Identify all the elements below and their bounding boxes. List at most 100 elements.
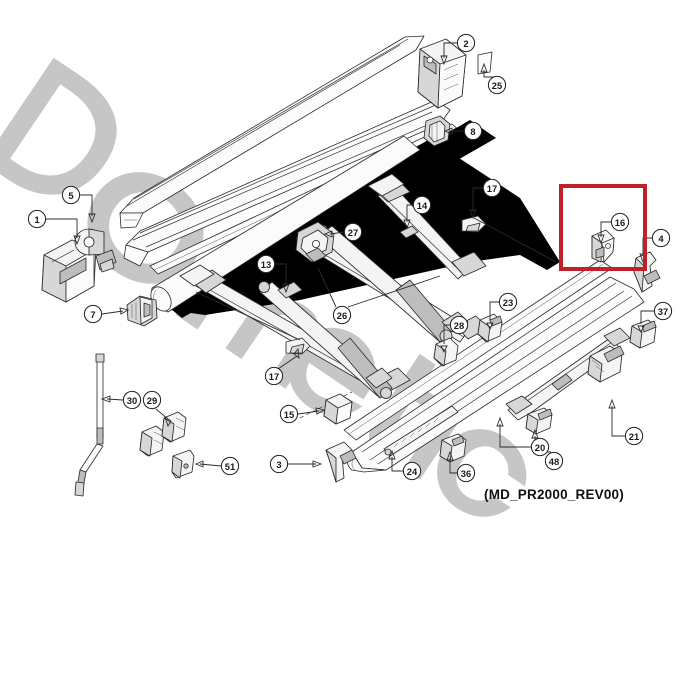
part-end-bracket-4 (633, 251, 661, 293)
part-clamp-16 (591, 229, 615, 263)
part-end-plug-8 (423, 115, 451, 147)
callout-number: 29 (147, 395, 157, 406)
callout-number: 51 (225, 461, 235, 472)
callout-balloon-24[interactable]: 24 (402, 461, 422, 481)
callout-balloon-20[interactable]: 20 (530, 437, 550, 457)
callout-number: 26 (337, 310, 347, 321)
callout-circle (653, 301, 673, 321)
part-plate-25 (477, 51, 493, 75)
callout-balloon-25[interactable]: 25 (487, 75, 507, 95)
callout-circle (482, 178, 502, 198)
callout-balloon-37[interactable]: 37 (653, 301, 673, 321)
callout-circle (449, 315, 469, 335)
callout-number: 20 (535, 442, 545, 453)
callout-number: 48 (549, 456, 559, 467)
selected-part-highlight-box[interactable] (559, 184, 647, 271)
callout-circle (264, 366, 284, 386)
callout-number: 16 (615, 217, 625, 228)
callout-circle (343, 222, 363, 242)
callout-circle (651, 228, 671, 248)
callout-circle (610, 212, 630, 232)
callout-circle (456, 33, 476, 53)
diagram-caption: (MD_PR2000_REV00) (484, 487, 624, 502)
callout-number: 7 (90, 309, 95, 320)
part-pad-17-lower (285, 337, 311, 355)
part-end-cap-1 (41, 239, 97, 303)
callout-balloon-2[interactable]: 2 (456, 33, 476, 53)
callout-circle (456, 463, 476, 483)
callout-balloon-1[interactable]: 1 (27, 209, 47, 229)
callout-circle (487, 75, 507, 95)
callout-circle (279, 404, 299, 424)
callout-number: 15 (284, 409, 294, 420)
lead-rail-profile (119, 35, 425, 229)
callout-balloon-13[interactable]: 13 (256, 254, 276, 274)
callout-balloon-26[interactable]: 26 (332, 305, 352, 325)
callout-balloon-7[interactable]: 7 (83, 304, 103, 324)
part-clip-29-a (139, 425, 165, 457)
callout-circle (256, 254, 276, 274)
callout-circle (27, 209, 47, 229)
arm-assembly-top (367, 173, 487, 280)
callout-circle (498, 292, 518, 312)
callout-circle (412, 195, 432, 215)
callout-number: 21 (629, 431, 639, 442)
arm-elbow-joint (295, 221, 335, 263)
callout-balloon-layer: 1234578131415161717202123242526272829303… (27, 33, 673, 483)
callout-balloon-51[interactable]: 51 (220, 456, 240, 476)
callout-number: 5 (68, 190, 73, 201)
callout-balloon-48[interactable]: 48 (544, 451, 564, 471)
callout-balloon-21[interactable]: 21 (624, 426, 644, 446)
part-block-51 (171, 449, 195, 479)
callout-number: 37 (658, 306, 668, 317)
part-arm-bracket-14 (399, 225, 419, 239)
part-mounting-bracket-3 (325, 441, 357, 483)
callout-circle (530, 437, 550, 457)
callout-number: 28 (454, 320, 464, 331)
leader-lines (46, 42, 655, 474)
part-crank-handle-30 (74, 353, 105, 497)
part-bracket-23 (477, 313, 503, 343)
callout-circle (402, 461, 422, 481)
part-bracket-21 (587, 345, 625, 383)
callout-circle (83, 304, 103, 324)
callout-balloon-3[interactable]: 3 (269, 454, 289, 474)
callout-balloon-30[interactable]: 30 (122, 390, 142, 410)
callout-balloon-16[interactable]: 16 (610, 212, 630, 232)
callout-number: 1 (34, 214, 39, 225)
part-pad-17-upper (461, 215, 487, 233)
callout-circle (624, 426, 644, 446)
callout-circle (269, 454, 289, 474)
callout-number: 13 (261, 259, 271, 270)
callout-balloon-23[interactable]: 23 (498, 292, 518, 312)
callout-number: 14 (417, 200, 428, 211)
callout-balloon-29[interactable]: 29 (142, 390, 162, 410)
callout-balloon-14[interactable]: 14 (412, 195, 432, 215)
callout-balloon-17[interactable]: 17 (482, 178, 502, 198)
callout-number: 17 (487, 183, 497, 194)
callout-number: 17 (269, 371, 279, 382)
callout-balloon-4[interactable]: 4 (651, 228, 671, 248)
callout-number: 2 (463, 38, 468, 49)
callout-balloon-17b[interactable]: 17 (264, 366, 284, 386)
callout-balloon-36[interactable]: 36 (456, 463, 476, 483)
callout-number: 27 (348, 227, 358, 238)
callout-number: 3 (276, 459, 281, 470)
callout-balloon-27[interactable]: 27 (343, 222, 363, 242)
part-corner-block-15 (323, 393, 353, 425)
part-gearbox-2 (417, 38, 467, 109)
callout-balloon-15[interactable]: 15 (279, 404, 299, 424)
part-roller-head-5 (74, 228, 117, 273)
callout-circle (61, 185, 81, 205)
callout-circle (544, 451, 564, 471)
awning-rail-profile (123, 99, 451, 267)
callout-balloon-5[interactable]: 5 (61, 185, 81, 205)
callout-balloon-28[interactable]: 28 (449, 315, 469, 335)
callout-number: 8 (470, 126, 475, 137)
callout-circle (332, 305, 352, 325)
callout-circle (463, 121, 483, 141)
callout-balloon-8[interactable]: 8 (463, 121, 483, 141)
callout-number: 23 (503, 297, 513, 308)
